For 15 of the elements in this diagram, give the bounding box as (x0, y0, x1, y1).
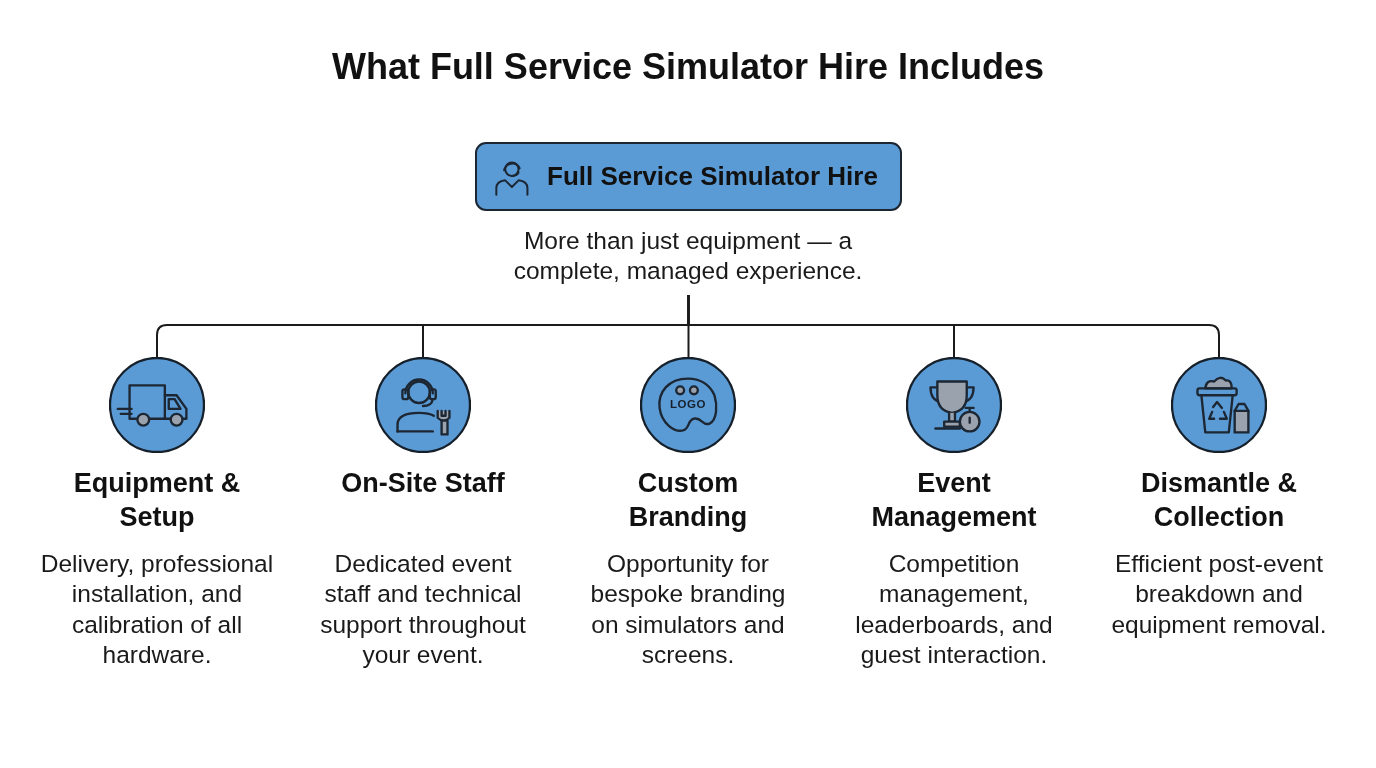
service-description: Efficient post-event breakdown and equipment removal. (1110, 549, 1328, 640)
service-description: Dedicated event staff and technical support throughout your event. (319, 549, 527, 670)
service-description: Opportunity for bespoke branding on simulators and screens. (589, 549, 787, 670)
tagline-text: More than just equipment — a complete, managed experience. (512, 226, 864, 286)
placeholder-word: LOGO (670, 398, 706, 410)
header-title: Full Service Simulator Hire (547, 160, 878, 193)
service-heading: Custom Branding (627, 467, 749, 534)
diagram-title: What Full Service Simulator Hire Includes (331, 45, 1045, 89)
service-description: Competition management, leaderboards, and guest interaction. (854, 549, 1054, 670)
connector-line (687, 294, 1220, 358)
service-heading: Dismantle & Collection (1139, 467, 1298, 534)
service-heading: Equipment & Setup (72, 467, 242, 534)
service-heading: On-Site Staff (341, 467, 505, 500)
service-heading: Event Management (870, 467, 1038, 534)
service-description: Delivery, professional installation, and calibration of all hardware. (39, 549, 275, 670)
